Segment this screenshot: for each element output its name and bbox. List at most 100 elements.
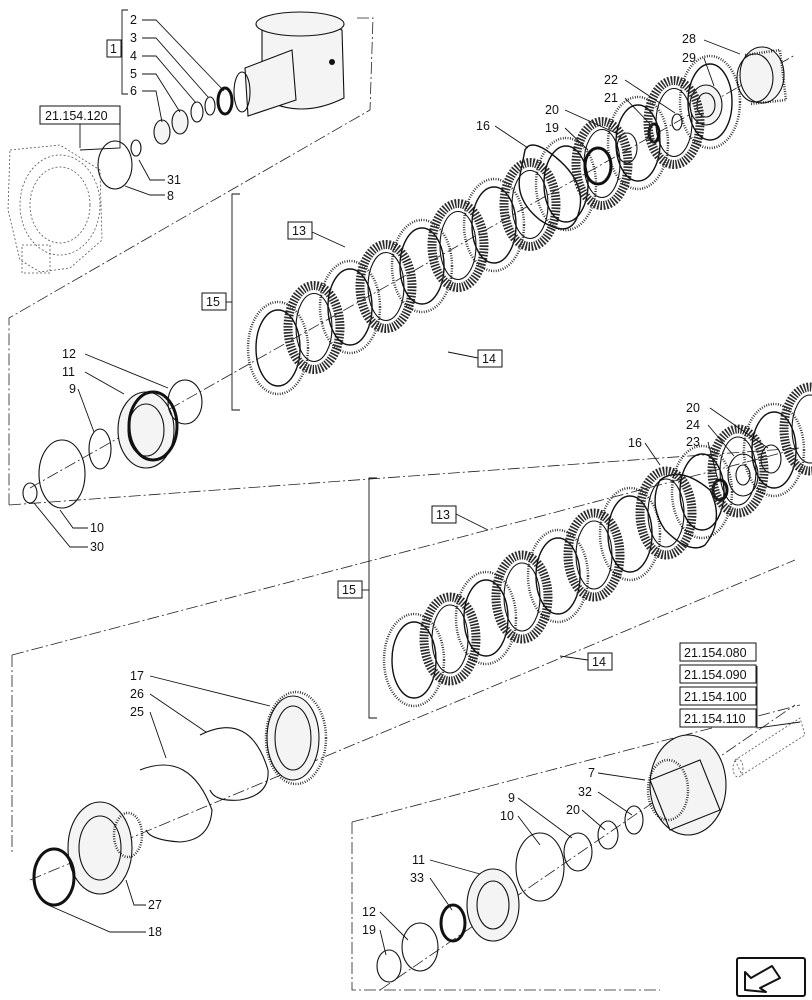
callout-10: 10: [500, 809, 514, 823]
boxed-callouts: 1 13 14 15 13 14 15: [106, 39, 613, 671]
ref-housing[interactable]: 21.154.120: [45, 109, 108, 123]
friction-disc: [419, 592, 481, 686]
callout-20: 20: [686, 401, 700, 415]
ref-shaft-1[interactable]: 21.154.080: [684, 646, 747, 660]
steel-disc: [678, 54, 742, 150]
steel-disc-inner: [471, 186, 517, 264]
steel-disc-inner: [535, 537, 581, 615]
callout-6: 6: [130, 84, 137, 98]
callout-9: 9: [69, 382, 76, 396]
callout-28: 28: [682, 32, 696, 46]
callout-33: 33: [410, 871, 424, 885]
friction-disc: [707, 424, 769, 518]
callout-16: 16: [628, 436, 642, 450]
friction-disc-inner: [511, 169, 549, 240]
friction-disc: [427, 199, 489, 292]
steel-disc: [454, 570, 518, 666]
friction-disc: [355, 240, 417, 333]
friction-disc-inner: [503, 562, 541, 632]
callout-13: 13: [292, 224, 306, 238]
lower-clutch-pack: [382, 382, 812, 708]
callout-19: 19: [545, 121, 559, 135]
callout-11: 11: [62, 365, 75, 379]
small-rings-2-6: [97, 96, 216, 190]
callout-10: 10: [90, 521, 104, 535]
steel-disc: [318, 259, 382, 355]
steel-disc: [606, 95, 670, 191]
steel-disc-inner: [391, 621, 437, 699]
friction-disc: [779, 382, 812, 476]
steel-disc: [246, 300, 310, 396]
callout-2: 2: [130, 13, 137, 27]
callout-19: 19: [362, 923, 376, 937]
ref-shaft-3[interactable]: 21.154.100: [684, 690, 747, 704]
callout-23: 23: [686, 435, 700, 449]
callout-4: 4: [130, 49, 137, 63]
callout-24: 24: [686, 418, 700, 432]
lower-right-parts: [376, 717, 806, 983]
callout-15: 15: [206, 295, 220, 309]
callout-14: 14: [592, 655, 606, 669]
steel-disc-inner: [463, 579, 509, 657]
callout-9: 9: [508, 791, 515, 805]
friction-disc-inner: [655, 87, 693, 158]
friction-disc-inner: [575, 520, 613, 590]
steel-disc: [742, 402, 806, 498]
callout-15: 15: [342, 583, 356, 597]
friction-disc: [571, 117, 633, 210]
upper-piston: [22, 379, 203, 509]
friction-disc: [499, 158, 561, 251]
steel-disc: [390, 218, 454, 314]
callout-18: 18: [148, 925, 162, 939]
middle-right-parts: [654, 444, 782, 549]
callout-27: 27: [148, 898, 162, 912]
housing-ghost: [7, 144, 103, 274]
friction-disc-inner: [583, 128, 621, 199]
upper-clutch-pack: [246, 54, 742, 396]
steel-disc-inner: [679, 453, 725, 531]
reference-boxes: 21.154.120 21.154.080 21.154.090 21.154.…: [39, 105, 757, 728]
friction-disc-inner: [791, 394, 812, 464]
callout-25: 25: [130, 705, 144, 719]
callout-16: 16: [476, 119, 490, 133]
callout-20: 20: [566, 803, 580, 817]
steel-disc: [526, 528, 590, 624]
leader-lines: [33, 9, 801, 956]
friction-disc-inner: [647, 478, 685, 548]
friction-disc: [643, 76, 705, 169]
upper-bracket-15: [226, 193, 240, 411]
callout-3: 3: [130, 31, 137, 45]
callout-8: 8: [167, 189, 174, 203]
callout-1: 1: [110, 42, 117, 56]
clutch-drum-shaft: [216, 11, 345, 117]
ref-shaft-2[interactable]: 21.154.090: [684, 668, 747, 682]
callout-13: 13: [436, 508, 450, 522]
steel-disc: [670, 444, 734, 540]
steel-disc-inner: [607, 495, 653, 573]
callout-30: 30: [90, 540, 104, 554]
friction-disc: [563, 508, 625, 602]
steel-disc: [462, 177, 526, 273]
ref-shaft-4[interactable]: 21.154.110: [684, 712, 746, 726]
callout-22: 22: [604, 73, 618, 87]
steel-disc: [534, 136, 598, 232]
friction-disc: [283, 281, 345, 374]
callout-7: 7: [588, 766, 595, 780]
callout-17: 17: [130, 669, 144, 683]
callout-20: 20: [545, 103, 559, 117]
steel-disc: [382, 612, 446, 708]
lower-bracket-15: [362, 477, 377, 719]
callout-labels: 2 3 4 5 6 31 8 28 29 22 21 20 19 16 12 1…: [62, 13, 700, 939]
callout-11: 11: [412, 853, 425, 867]
next-page-arrow-icon[interactable]: [736, 957, 806, 997]
friction-disc: [491, 550, 553, 644]
callout-21: 21: [604, 91, 618, 105]
callout-12: 12: [62, 347, 76, 361]
steel-disc: [598, 486, 662, 582]
friction-disc: [635, 466, 697, 560]
friction-disc-inner: [431, 604, 469, 674]
steel-disc-inner: [687, 63, 733, 141]
callout-31: 31: [167, 173, 181, 187]
callout-5: 5: [130, 67, 137, 81]
